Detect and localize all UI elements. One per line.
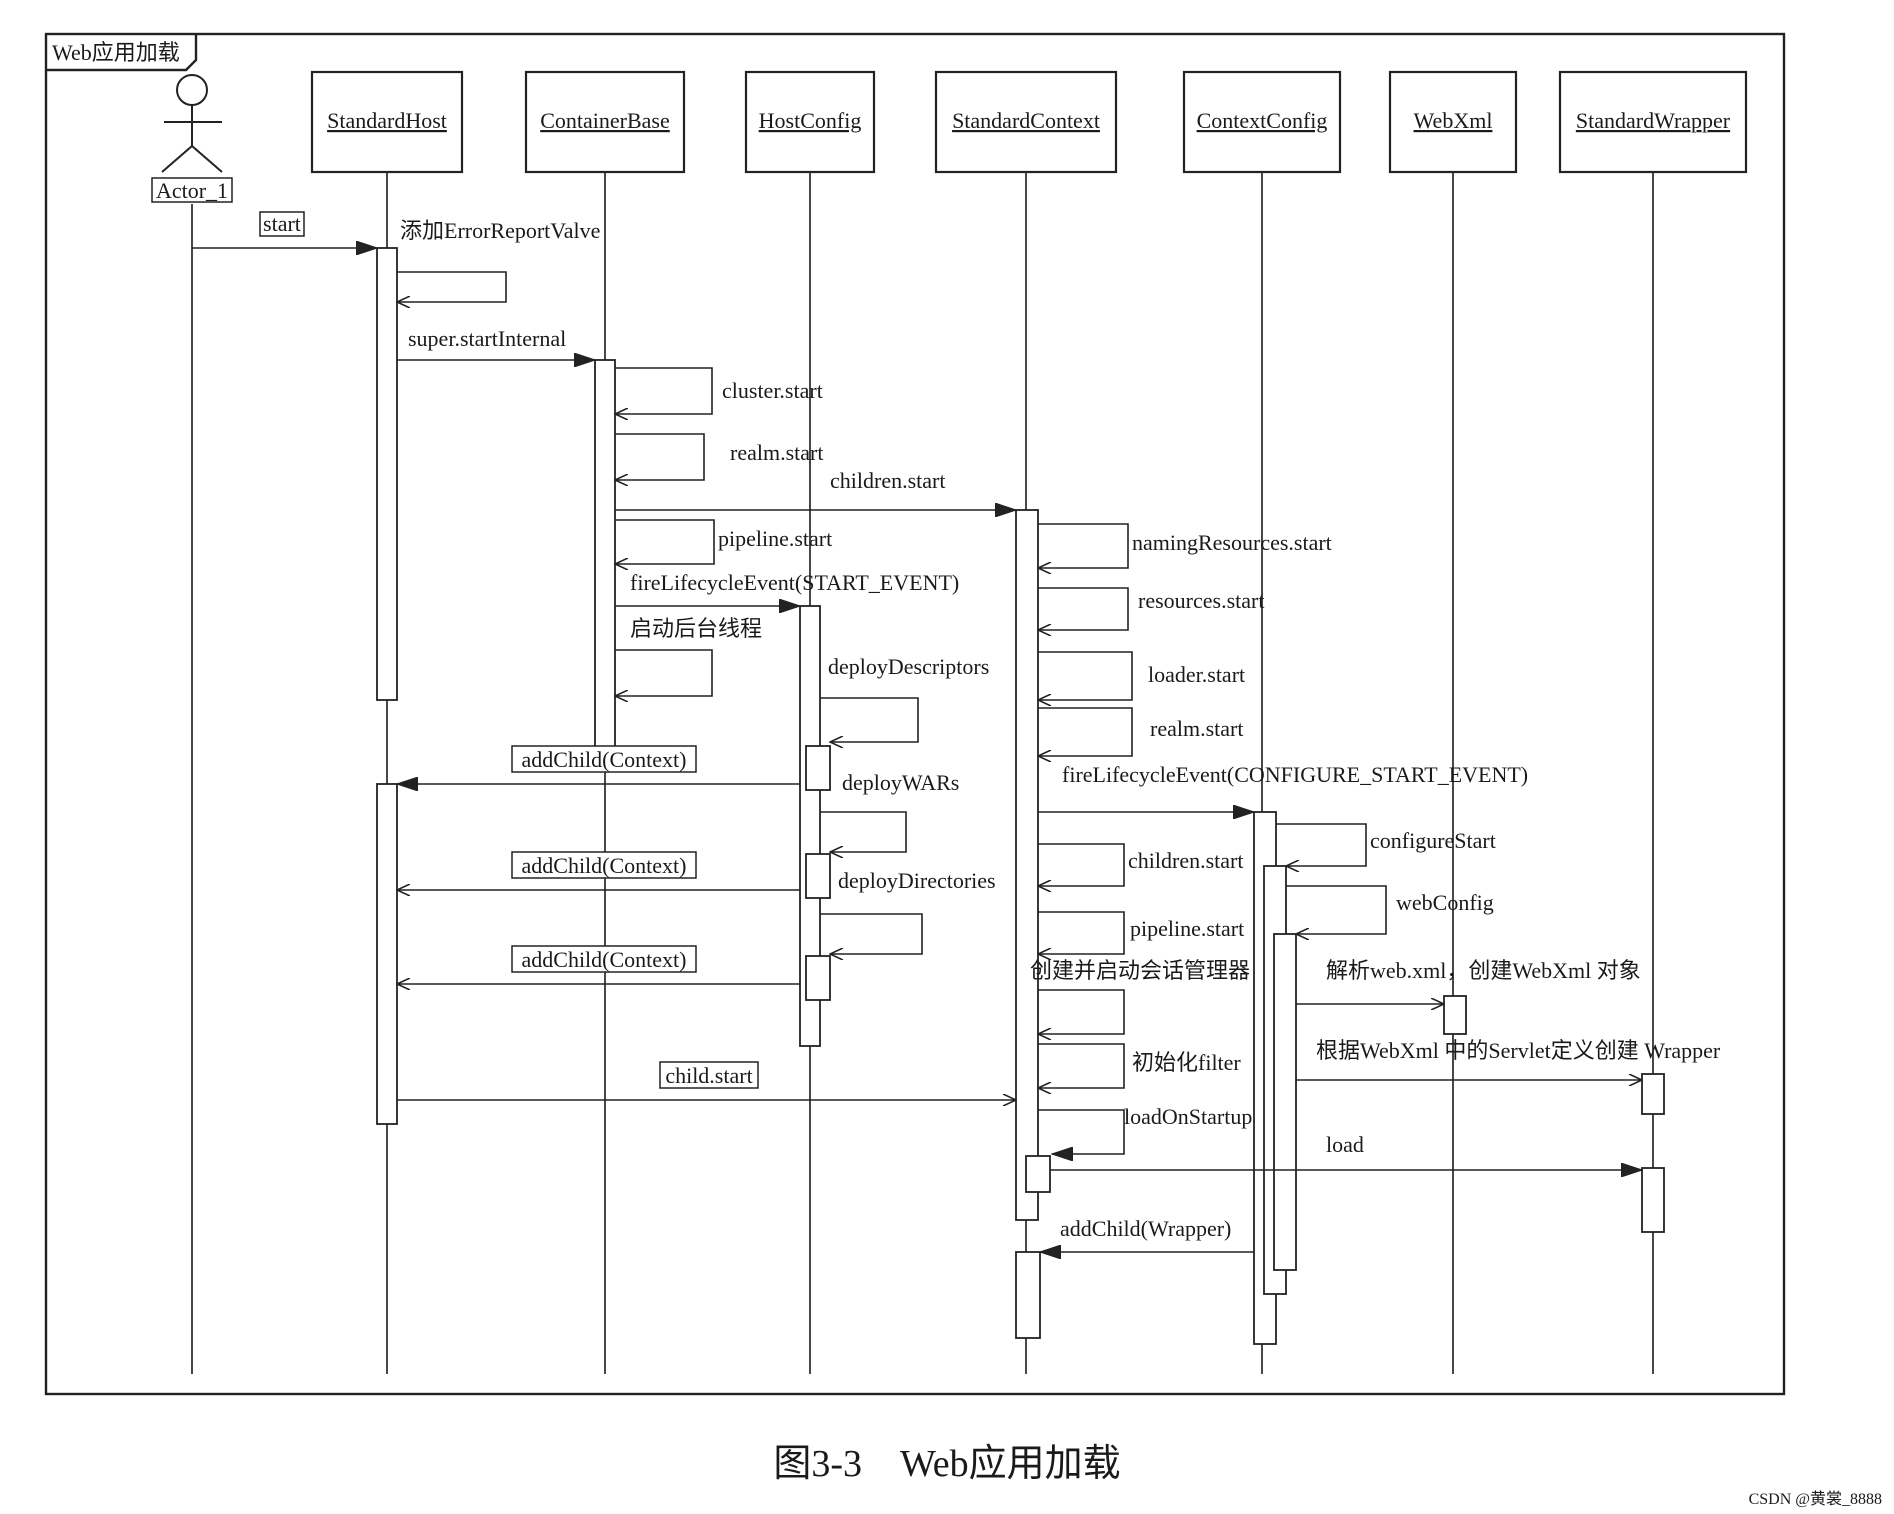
lifeline-label-standardwrapper: StandardWrapper: [1576, 108, 1731, 133]
svg-text:fireLifecycleEvent(START_EVENT: fireLifecycleEvent(START_EVENT): [630, 570, 959, 595]
activation-host-2: [376, 783, 398, 1125]
svg-text:webConfig: webConfig: [1396, 890, 1494, 915]
activation-hostconfig-dirs: [805, 853, 831, 899]
svg-text:addChild(Context): addChild(Context): [522, 853, 687, 878]
lifeline-label-webxml: WebXml: [1414, 108, 1493, 133]
svg-text:super.startInternal: super.startInternal: [408, 326, 566, 351]
msg-web-config: [1286, 885, 1387, 934]
svg-text:fireLifecycleEvent(CONFIGURE_S: fireLifecycleEvent(CONFIGURE_START_EVENT…: [1062, 762, 1528, 787]
svg-text:load: load: [1326, 1132, 1364, 1157]
messages: start 添加ErrorReportValve super.startInte…: [192, 211, 1721, 1252]
lifeline-host: StandardHost: [310, 70, 464, 1374]
lifeline-webxml: WebXml: [1388, 70, 1518, 1374]
activation-hostconfig: [799, 605, 821, 1047]
lifeline-hostconfig: HostConfig: [744, 70, 876, 1374]
activation-context-load: [1025, 1155, 1051, 1193]
msg-ctx-pipeline-start: [1038, 911, 1125, 954]
msg-init-filter: [1038, 1043, 1125, 1088]
svg-text:cluster.start: cluster.start: [722, 378, 823, 403]
frame-label: Web应用加载: [52, 40, 180, 65]
svg-text:解析web.xml，创建WebXml 对象: 解析web.xml，创建WebXml 对象: [1326, 958, 1641, 983]
svg-text:addChild(Wrapper): addChild(Wrapper): [1060, 1216, 1231, 1241]
svg-text:初始化filter: 初始化filter: [1132, 1050, 1241, 1075]
actor-label: Actor_1: [156, 178, 228, 203]
svg-text:namingResources.start: namingResources.start: [1132, 530, 1332, 555]
lifeline-standardwrapper: StandardWrapper: [1558, 70, 1748, 1374]
svg-text:loader.start: loader.start: [1148, 662, 1245, 687]
frame: Web应用加载: [44, 32, 1786, 1396]
lifeline-label-containerbase: ContainerBase: [540, 108, 670, 133]
svg-text:pipeline.start: pipeline.start: [718, 526, 832, 551]
actor: Actor_1: [151, 74, 233, 203]
activation-host-1: [376, 247, 398, 701]
activation-webxml: [1443, 995, 1467, 1035]
lifeline-label-standardhost: StandardHost: [327, 108, 447, 133]
lifeline-label-contextconfig: ContextConfig: [1197, 108, 1328, 133]
activation-base: [594, 359, 616, 749]
activation-wrapper-1: [1641, 1073, 1665, 1115]
lifeline-label-hostconfig: HostConfig: [759, 108, 862, 133]
lifeline-label-standardcontext: StandardContext: [952, 108, 1100, 133]
svg-text:resources.start: resources.start: [1138, 588, 1264, 613]
msg-ctx-children-start: [1038, 843, 1125, 886]
msg-pipeline-start: [615, 519, 715, 564]
svg-text:deployWARs: deployWARs: [842, 770, 959, 795]
msg-loader-start: [1038, 651, 1133, 700]
activation-context-1: [1015, 509, 1039, 1221]
figure-caption: 图3-3 Web应用加载: [773, 1443, 1120, 1485]
msg-ctx-realm-start: [1038, 707, 1133, 756]
msg-cluster-start: [615, 367, 713, 414]
activation-hostconfig-wars: [805, 745, 831, 791]
svg-text:children.start: children.start: [830, 468, 945, 493]
svg-text:创建并启动会话管理器: 创建并启动会话管理器: [1030, 958, 1250, 983]
svg-text:启动后台线程: 启动后台线程: [630, 616, 762, 641]
watermark: CSDN @黄裳_8888: [1749, 1490, 1882, 1508]
svg-text:configureStart: configureStart: [1370, 828, 1496, 853]
msg-naming-start: [1038, 523, 1129, 568]
svg-text:addChild(Context): addChild(Context): [522, 947, 687, 972]
activation-wrapper-2: [1641, 1167, 1665, 1233]
svg-text:pipeline.start: pipeline.start: [1130, 916, 1244, 941]
msg-deploy-dirs: [820, 913, 923, 954]
activation-contextconfig-3: [1273, 933, 1297, 1271]
msg-resources-start: [1038, 587, 1129, 630]
svg-text:realm.start: realm.start: [730, 440, 823, 465]
svg-text:start: start: [263, 211, 301, 236]
svg-text:deployDirectories: deployDirectories: [838, 868, 996, 893]
msg-session-mgr: [1038, 989, 1125, 1034]
msg-deploy-wars: [820, 811, 907, 852]
lifeline-standardcontext: StandardContext: [934, 70, 1118, 1374]
msg-configure-start: [1276, 823, 1367, 866]
svg-text:child.start: child.start: [665, 1063, 752, 1088]
svg-text:addChild(Context): addChild(Context): [522, 747, 687, 772]
msg-bg-thread: [615, 649, 713, 696]
svg-text:loadOnStartup: loadOnStartup: [1124, 1104, 1252, 1129]
msg-add-valve: [397, 271, 507, 302]
msg-deploy-desc: [820, 697, 919, 742]
activation-hostconfig-desc: [805, 955, 831, 1001]
svg-text:children.start: children.start: [1128, 848, 1243, 873]
activation-context-2: [1015, 1251, 1041, 1339]
svg-text:realm.start: realm.start: [1150, 716, 1243, 741]
svg-text:deployDescriptors: deployDescriptors: [828, 654, 989, 679]
svg-text:添加ErrorReportValve: 添加ErrorReportValve: [400, 218, 600, 243]
svg-text:根据WebXml 中的Servlet定义创建 Wrapper: 根据WebXml 中的Servlet定义创建 Wrapper: [1316, 1038, 1721, 1063]
activation-bars: [376, 247, 1665, 1345]
lifeline-contextconfig: ContextConfig: [1182, 70, 1342, 1374]
msg-realm-start: [615, 433, 705, 480]
msg-load-on-startup: [1038, 1109, 1125, 1154]
